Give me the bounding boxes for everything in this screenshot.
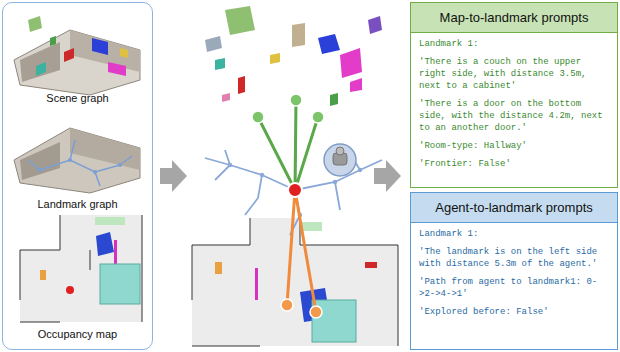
wall <box>70 30 140 72</box>
prompt-line: 'Frontier: False' <box>411 158 617 170</box>
prompt-line: 'Explored before: False' <box>411 306 617 318</box>
landmark-node <box>312 111 324 123</box>
graph-node <box>228 163 232 167</box>
image-caption: Landmark graph <box>3 197 152 211</box>
prompt-line: 'There is a couch on the upper right sid… <box>411 56 617 92</box>
flow-arrow <box>374 160 401 192</box>
floor <box>14 128 140 193</box>
object <box>270 53 280 64</box>
object <box>40 270 46 280</box>
room <box>20 42 60 82</box>
object <box>215 262 222 274</box>
object <box>100 264 140 304</box>
wall <box>70 128 140 170</box>
image-caption: Scene graph <box>3 91 152 105</box>
agent-marker <box>324 144 356 176</box>
graph-edges <box>28 140 132 186</box>
landmark-node <box>290 94 302 106</box>
map-link <box>287 190 316 312</box>
prompt-line: 'Room-type: Hallway' <box>411 140 617 152</box>
image-caption: Occupancy map <box>3 327 152 341</box>
object <box>350 78 362 92</box>
object <box>36 62 46 76</box>
prompt-line: 'There is a door on the bottom side, wit… <box>411 98 617 134</box>
landmark-node <box>252 111 264 123</box>
landmark-link <box>258 100 318 190</box>
agent-position <box>66 286 74 294</box>
map-node <box>310 306 322 318</box>
object <box>255 268 258 300</box>
object <box>108 62 126 76</box>
object <box>114 240 117 264</box>
object <box>222 93 230 102</box>
object <box>215 58 225 70</box>
object <box>292 23 305 47</box>
object <box>96 232 114 256</box>
object <box>302 222 322 231</box>
object <box>64 48 74 62</box>
object <box>238 76 245 94</box>
panel-heading: Map-to-landmark prompts <box>411 3 617 33</box>
graph-node <box>333 180 337 184</box>
free-space <box>20 215 142 322</box>
object <box>340 48 362 78</box>
agent-node <box>288 183 302 197</box>
object <box>368 16 382 34</box>
flow-arrow <box>160 160 187 192</box>
graph-node <box>358 168 362 172</box>
free-space <box>192 218 398 346</box>
graph-node <box>68 158 72 162</box>
graph-node <box>118 163 122 167</box>
graph-node <box>38 168 42 172</box>
prompt-line: 'Path from agent to landmark1: 0->2->4->… <box>411 276 617 300</box>
prompt-line: Landmark 1: <box>411 38 617 50</box>
object <box>330 93 338 106</box>
prompt-panel: Map-to-landmark promptsLandmark 1: 'There… <box>410 2 618 188</box>
object <box>318 34 340 54</box>
object <box>28 16 42 32</box>
graph-node <box>93 170 97 174</box>
landmark-graph-thumbnail <box>14 128 140 193</box>
object <box>120 48 128 58</box>
object <box>50 36 56 46</box>
occupancy-map-thumbnail <box>20 215 142 322</box>
walls <box>192 218 398 346</box>
prompt-line: 'The landmark is on the left side with d… <box>411 246 617 270</box>
object <box>205 36 222 52</box>
prompt-panel: Agent-to-landmark promptsLandmark 1: 'The… <box>410 192 618 350</box>
floor <box>14 30 140 95</box>
scene-objects <box>205 6 382 106</box>
object <box>92 38 108 55</box>
graph-node <box>260 173 264 177</box>
room <box>20 142 60 180</box>
occupancy-map <box>192 218 398 346</box>
image-panel: Scene graphLandmark graphOccupancy map <box>2 2 153 350</box>
object <box>365 262 377 268</box>
object <box>225 6 255 35</box>
prompt-line: Landmark 1: <box>411 228 617 240</box>
walls <box>20 215 142 322</box>
robot <box>336 147 344 155</box>
map-node <box>281 299 293 311</box>
object <box>95 217 125 225</box>
scene-graph-thumbnail <box>14 16 140 95</box>
panel-heading: Agent-to-landmark prompts <box>411 193 617 223</box>
